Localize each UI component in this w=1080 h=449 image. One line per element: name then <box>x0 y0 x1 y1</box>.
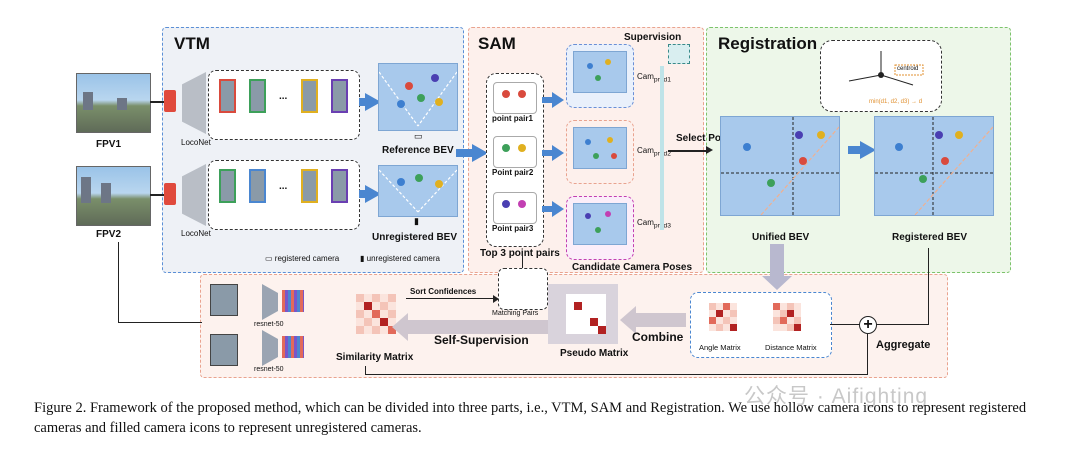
loconet-top-label: LocoNet <box>181 138 211 147</box>
vtm-title: VTM <box>174 34 210 53</box>
registered-camera-icon: ▭ <box>414 131 423 141</box>
unified-to-matrix-arrow <box>770 244 784 278</box>
resnet-bottom-encoder <box>262 330 278 366</box>
crop-2 <box>249 79 266 113</box>
cam3-text: Cam <box>637 218 654 227</box>
registered-bev <box>874 116 994 216</box>
crop-8 <box>331 169 348 203</box>
angle-matrix-label: Angle Matrix <box>699 343 741 352</box>
top3-label: Top 3 point pairs <box>480 248 560 259</box>
similarity-matrix <box>356 294 396 334</box>
ellipsis-top: ... <box>279 91 288 102</box>
crop-3 <box>301 79 318 113</box>
legend-registered: ▭ registered camera <box>265 254 340 263</box>
self-supervision-label: Self-Supervision <box>434 333 529 347</box>
point-pair-1-label: point pair1 <box>492 114 533 123</box>
distance-matrix-label: Distance Matrix <box>765 343 817 352</box>
fpv1-label: FPV1 <box>96 139 122 150</box>
unregistered-bev <box>378 165 458 217</box>
unregistered-bev-label: Unregistered BEV <box>372 232 458 243</box>
crop-stack-bottom <box>210 334 238 366</box>
pseudo-matrix-label: Pseudo Matrix <box>560 348 629 359</box>
cam1-text: Cam <box>637 72 654 81</box>
combine-arrow <box>636 313 686 327</box>
ellipsis-bottom: ... <box>279 181 288 192</box>
angle-distance-box: Angle Matrix Distance Matrix <box>690 292 832 358</box>
distance-matrix <box>773 303 801 331</box>
registration-title: Registration <box>718 34 818 53</box>
centroid-bubble: centroid min(d1, d2, d3) → d <box>820 40 942 112</box>
candidate-pose-2 <box>566 120 634 184</box>
feature-bottom <box>282 336 304 358</box>
person-crops-top: ... <box>208 70 360 140</box>
feature-top <box>282 290 304 312</box>
pseudo-matrix <box>566 294 606 334</box>
candidate-pose-3 <box>566 196 634 260</box>
unified-bev-label: Unified BEV <box>752 232 810 243</box>
cam-pred1-label: Campred1 <box>637 72 671 84</box>
sam-title: SAM <box>478 34 516 53</box>
legend-unregistered: ▮ unregistered camera <box>360 254 440 263</box>
resnet-bottom-label: resnet-50 <box>254 366 284 373</box>
similarity-matrix-label: Similarity Matrix <box>336 352 414 363</box>
cam2-text: Cam <box>637 146 654 155</box>
candidate-label: Candidate Camera Poses <box>572 262 693 273</box>
matching-pairs-label: Matching Pairs <box>492 310 539 317</box>
detector-tag-top <box>164 90 176 112</box>
fpv1-image <box>76 73 151 133</box>
top3-point-pairs-box: point pair1 Point pair2 Point pair3 <box>486 73 544 247</box>
loconet-bottom-label: LocoNet <box>181 229 211 238</box>
unregistered-camera-icon: ▮ <box>414 216 419 226</box>
crop-5 <box>219 169 236 203</box>
point-pair-2-box <box>493 136 537 168</box>
crop-stack-top <box>210 284 238 316</box>
reference-bev <box>378 63 458 131</box>
crop-4 <box>331 79 348 113</box>
crop-7 <box>301 169 318 203</box>
unified-bev <box>720 116 840 216</box>
min-formula: min(d1, d2, d3) → d <box>869 99 923 105</box>
loconet-top-encoder <box>182 72 206 134</box>
legend-registered-text: registered camera <box>274 254 340 263</box>
point-pair-2-label: Point pair2 <box>492 168 534 177</box>
aggregate-label: Aggregate <box>876 339 931 351</box>
supervision-cam-box <box>668 44 690 64</box>
point-pair-3-label: Point pair3 <box>492 224 534 233</box>
sort-confidences-label: Sort Confidences <box>410 287 477 296</box>
crop-1 <box>219 79 236 113</box>
resnet-top-encoder <box>262 284 278 320</box>
aggregate-plus-icon: + <box>859 316 877 334</box>
self-supervision-arrow <box>406 320 556 334</box>
point-pair-1-box <box>493 82 537 114</box>
resnet-top-label: resnet-50 <box>254 321 284 328</box>
candidate-pose-1 <box>566 44 634 108</box>
cam-pred2-label: Campred2 <box>637 146 671 158</box>
figure-caption: Figure 2. Framework of the proposed meth… <box>34 400 1027 436</box>
person-crops-bottom: ... <box>208 160 360 230</box>
fpv2-image <box>76 166 151 226</box>
select-pose-label: Select Pose <box>676 133 733 144</box>
centroid-label: centroid <box>897 66 919 72</box>
fpv2-label: FPV2 <box>96 229 122 240</box>
matching-pairs-box <box>498 268 548 310</box>
reference-bev-label: Reference BEV <box>382 145 454 156</box>
crop-6 <box>249 169 266 203</box>
angle-matrix <box>709 303 737 331</box>
cam-pred3-label: Campred3 <box>637 218 671 230</box>
point-pair-3-box <box>493 192 537 224</box>
supervision-rail <box>660 66 664 230</box>
watermark: 公众号 · Aifighting <box>744 385 929 408</box>
registered-bev-label: Registered BEV <box>892 232 968 243</box>
combine-label: Combine <box>632 330 684 344</box>
supervision-label: Supervision <box>624 32 682 43</box>
detector-tag-bottom <box>164 183 176 205</box>
legend-unregistered-text: unregistered camera <box>366 254 440 263</box>
